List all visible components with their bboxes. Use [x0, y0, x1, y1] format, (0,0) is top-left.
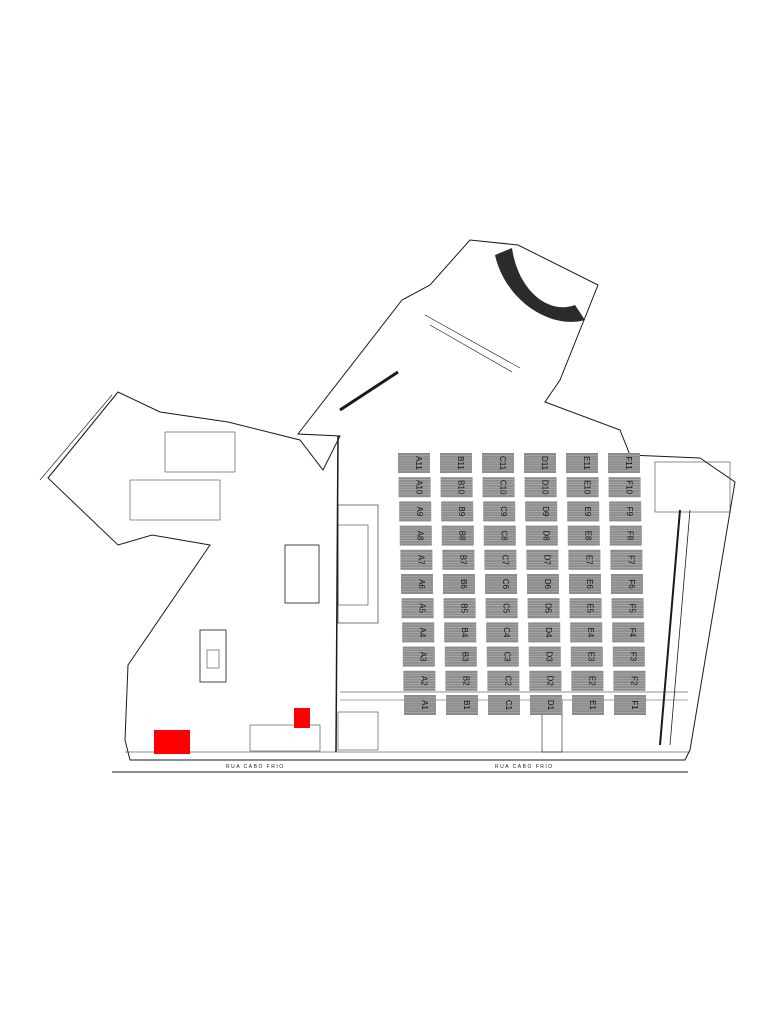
- front-rooms: [249, 724, 321, 752]
- seat-label-E8: E8: [584, 531, 593, 541]
- seat-label-A2: A2: [419, 676, 428, 686]
- seat-label-F11: F11: [624, 456, 633, 470]
- center-divider-wall: [335, 435, 339, 753]
- seat-label-F7: F7: [626, 555, 635, 565]
- highlight-area-center: [294, 708, 310, 728]
- seat-label-D10: D10: [540, 480, 549, 495]
- access-road-1: [424, 314, 521, 369]
- right-parking-line-2: [669, 509, 691, 746]
- access-road-2: [429, 324, 513, 373]
- seat-label-B8: B8: [458, 531, 467, 541]
- seat-label-A9: A9: [415, 507, 424, 517]
- seat-label-A10: A10: [414, 480, 423, 495]
- seat-label-E11: E11: [582, 456, 591, 470]
- left-hall-box: [199, 629, 227, 683]
- left-core: [284, 544, 320, 604]
- seat-label-C7: C7: [500, 555, 509, 566]
- seat-label-E7: E7: [584, 555, 593, 565]
- right-parking-line: [659, 509, 681, 746]
- seat-label-E1: E1: [588, 700, 597, 710]
- seat-label-E10: E10: [582, 480, 591, 495]
- seat-label-E3: E3: [587, 652, 596, 662]
- seat-label-B5: B5: [459, 603, 468, 613]
- seat-label-A8: A8: [416, 531, 425, 541]
- seat-label-B1: B1: [462, 700, 471, 710]
- seat-label-F8: F8: [626, 531, 635, 541]
- seat-label-C4: C4: [502, 627, 511, 638]
- seat-label-C9: C9: [499, 506, 508, 517]
- right-front-rooms: [337, 711, 379, 751]
- seat-label-A1: A1: [420, 700, 429, 710]
- seat-label-C11: C11: [498, 456, 507, 471]
- seat-label-C6: C6: [501, 579, 510, 590]
- highlight-area-left: [154, 730, 190, 754]
- right-upper-rooms: [654, 461, 731, 513]
- seat-label-B4: B4: [460, 628, 469, 638]
- seat-label-C8: C8: [500, 530, 509, 541]
- seat-label-C10: C10: [498, 480, 507, 495]
- street-label-right: RUA CABO FRIO: [495, 764, 554, 770]
- seat-label-A11: A11: [414, 456, 423, 470]
- seat-label-A6: A6: [417, 579, 426, 589]
- seat-label-A3: A3: [419, 652, 428, 662]
- building-outline: [47, 239, 736, 761]
- seat-label-F9: F9: [625, 507, 634, 517]
- street-label-left: RUA CABO FRIO: [226, 764, 285, 770]
- seat-label-A4: A4: [418, 628, 427, 638]
- seat-label-A7: A7: [416, 555, 425, 565]
- seat-label-D8: D8: [542, 530, 551, 541]
- seat-label-F10: F10: [624, 480, 633, 494]
- seat-label-B2: B2: [461, 676, 470, 686]
- service-rooms: [164, 431, 236, 473]
- seat-label-B3: B3: [461, 652, 470, 662]
- seat-label-F6: F6: [627, 579, 636, 589]
- access-ramp-curve: [495, 248, 585, 322]
- left-access-road: [47, 391, 119, 479]
- seat-label-F1: F1: [630, 700, 639, 710]
- seat-label-B6: B6: [459, 579, 468, 589]
- seat-label-D2: D2: [545, 676, 554, 687]
- seat-label-F2: F2: [629, 676, 638, 686]
- seat-label-B7: B7: [458, 555, 467, 565]
- seat-label-F3: F3: [629, 652, 638, 662]
- seat-label-D3: D3: [545, 651, 554, 662]
- seat-label-B11: B11: [456, 456, 465, 470]
- left-access-road-2: [39, 394, 113, 481]
- seat-label-D4: D4: [544, 627, 553, 638]
- seat-label-E9: E9: [583, 507, 592, 517]
- seat-label-E5: E5: [585, 603, 594, 613]
- seat-label-D9: D9: [541, 506, 550, 517]
- seat-label-B10: B10: [456, 480, 465, 495]
- stage-inner: [337, 524, 369, 606]
- stair-block: [339, 370, 399, 412]
- seat-label-D1: D1: [546, 700, 555, 711]
- seat-label-E6: E6: [585, 579, 594, 589]
- seat-label-B9: B9: [457, 507, 466, 517]
- seat-label-E2: E2: [587, 676, 596, 686]
- seat-label-D7: D7: [542, 555, 551, 566]
- service-rooms-2: [129, 479, 221, 521]
- seat-label-D6: D6: [543, 579, 552, 590]
- seat-label-C1: C1: [504, 700, 513, 711]
- seat-label-C5: C5: [501, 603, 510, 614]
- seat-label-D11: D11: [540, 456, 549, 471]
- seat-label-F4: F4: [628, 628, 637, 638]
- left-hall-inner: [206, 649, 220, 669]
- seat-label-F5: F5: [627, 604, 636, 614]
- seat-label-D5: D5: [543, 603, 552, 614]
- seat-label-C2: C2: [503, 676, 512, 687]
- seat-label-A5: A5: [417, 603, 426, 613]
- stage-area: [337, 504, 379, 624]
- seat-label-C3: C3: [503, 651, 512, 662]
- seat-label-E4: E4: [586, 628, 595, 638]
